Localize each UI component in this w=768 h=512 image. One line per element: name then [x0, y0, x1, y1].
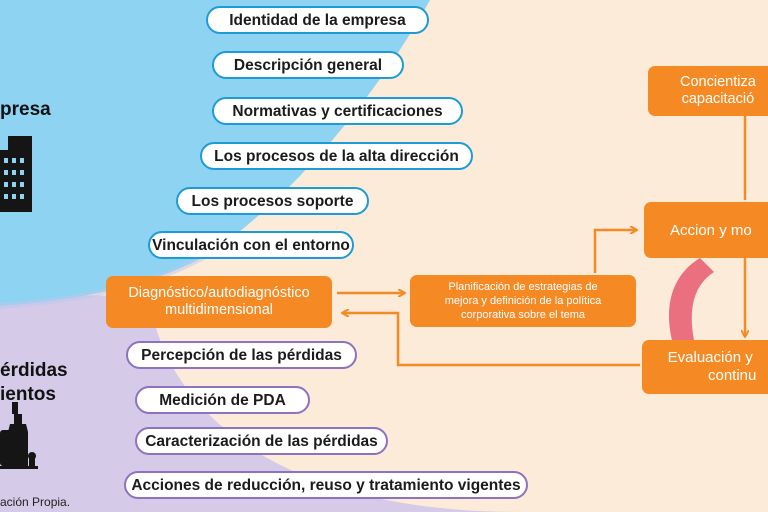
pill-caracterizacion: Caracterización de las pérdidas: [135, 427, 388, 455]
box-evaluacion: Evaluación y continu: [642, 340, 768, 394]
box-diagnostico: Diagnóstico/autodiagnóstico multidimensi…: [106, 276, 332, 328]
pill-percepcion: Percepción de las pérdidas: [126, 341, 357, 369]
planificacion-line2: mejora y definición de la política: [444, 295, 602, 307]
section-title-empresa: presa: [0, 99, 51, 120]
planificacion-line1: Planificación de estrategias de: [448, 281, 598, 293]
pink-curved-arrow: [669, 258, 714, 340]
planificacion-line3: corporativa sobre el tema: [460, 309, 586, 321]
connector-planificacion-to-accion: [593, 230, 636, 273]
pill-identidad: Identidad de la empresa: [206, 6, 429, 34]
pill-procesos-soporte: Los procesos soporte: [176, 187, 369, 215]
diagnostico-line1: Diagnóstico/autodiagnóstico: [128, 285, 310, 301]
box-planificacion: Planificación de estrategias de mejora y…: [410, 275, 636, 327]
accion-label: Accion y mo: [670, 221, 752, 239]
source-footnote: ación Propia.: [0, 495, 71, 509]
section-title-perdidas-line2: ientos: [0, 384, 56, 405]
building-icon: [0, 136, 32, 212]
pill-vinculacion: Vinculación con el entorno: [148, 231, 354, 259]
evaluacion-line2: continu: [708, 367, 757, 384]
pill-alta-direccion: Los procesos de la alta dirección: [200, 142, 473, 170]
concientizacion-line2: capacitació: [681, 91, 755, 107]
bottles-icon: [0, 402, 38, 469]
box-concientizacion: Concientiza capacitació: [648, 66, 768, 116]
section-title-perdidas-line1: érdidas: [0, 360, 68, 381]
pill-descripcion: Descripción general: [212, 51, 404, 79]
connector-evaluacion-to-diagnostico: [343, 313, 640, 367]
box-accion: Accion y mo: [644, 202, 768, 258]
concientizacion-line1: Concientiza: [680, 74, 756, 90]
pill-normativas: Normativas y certificaciones: [212, 97, 463, 125]
pill-acciones: Acciones de reducción, reuso y tratamien…: [124, 471, 528, 499]
evaluacion-line1: Evaluación y: [667, 349, 753, 366]
pill-medicion: Medición de PDA: [135, 386, 310, 414]
diagnostico-line2: multidimensional: [165, 302, 273, 318]
